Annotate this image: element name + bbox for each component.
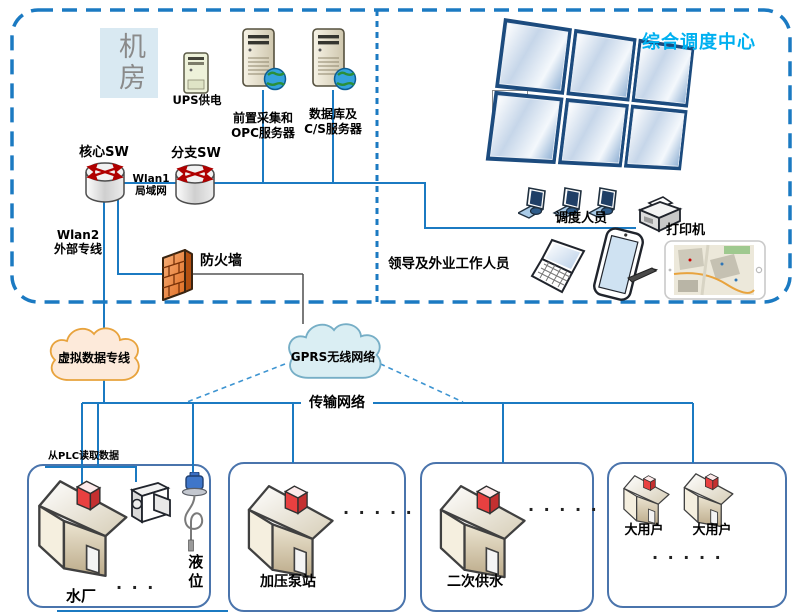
wlan1-line2: 局域网 <box>135 185 167 198</box>
plc-device-icon <box>124 478 176 528</box>
wlan2-label: Wlan2 外部专线 <box>48 228 108 257</box>
large-user-label-2: 大用户 <box>692 523 732 538</box>
pump-station-dots: · · · · · <box>343 503 414 522</box>
printer-label: 打印机 <box>666 223 706 238</box>
front-opc-server-label-2: OPC服务器 <box>231 126 295 140</box>
map-device-icon <box>664 240 766 300</box>
database-cs-server-label-2: C/S服务器 <box>304 122 362 136</box>
branch-switch-label: 分支SW <box>171 146 221 161</box>
video-wall-panel <box>495 18 573 95</box>
video-wall-panel <box>485 90 564 165</box>
front-opc-server-label-1: 前置采集和 <box>232 111 293 125</box>
dashed-boundary <box>10 8 792 304</box>
branch-switch-icon <box>174 161 216 207</box>
vpn-cloud-icon <box>42 320 146 396</box>
gprs-cloud-label: GPRS无线网络 <box>290 350 376 364</box>
front-opc-server-icon <box>241 28 287 92</box>
firewall-label: 防火墙 <box>200 253 242 269</box>
wlan1-line1: Wlan1 <box>132 173 170 185</box>
gprs-cloud-icon <box>280 316 388 394</box>
dispatcher-workstations-icon <box>516 185 628 225</box>
ups-label: UPS供电 <box>172 93 222 107</box>
transmission-network-label: 传输网络 <box>301 392 373 412</box>
database-cs-server-label-1: 数据库及 <box>308 107 357 121</box>
plc-note-label: 从PLC读取数据 <box>48 451 120 462</box>
laptop-icon <box>530 238 590 300</box>
water-plant-label: 水厂 <box>65 587 96 605</box>
wlan2-line1: Wlan2 <box>56 228 100 242</box>
level-label: 液位 <box>186 554 205 592</box>
secondary-supply-label: 二次供水 <box>447 574 503 590</box>
wlan1-label: Wlan1 局域网 <box>128 173 174 197</box>
dispatchers-label: 调度人员 <box>554 211 607 226</box>
level-sensor-icon <box>180 471 210 560</box>
ups-icon <box>183 52 209 94</box>
video-wall-panel <box>623 104 688 171</box>
large-users-dots: · · · · · <box>652 548 723 567</box>
wlan2-line2: 外部专线 <box>53 241 102 256</box>
large-user-label-1: 大用户 <box>624 523 664 538</box>
vpn-cloud-label: 虚拟数据专线 <box>57 351 130 365</box>
pump-station-label: 加压泵站 <box>260 574 316 590</box>
dispatch-center-title: 综合调度中心 <box>642 32 756 53</box>
tablet-icon <box>590 226 658 304</box>
firewall-icon <box>160 247 196 303</box>
printer-icon <box>634 194 684 236</box>
secondary-supply-dots: · · · · · <box>528 500 599 519</box>
water-plant-house-icon <box>28 474 132 590</box>
field-staff-label: 领导及外业工作人员 <box>388 256 510 272</box>
core-switch-label: 核心SW <box>79 145 129 160</box>
water-plant-dots: · · · <box>116 578 156 597</box>
core-switch-icon <box>84 159 126 205</box>
machine-room-title: 机房 <box>100 28 158 98</box>
database-cs-server-icon <box>311 28 357 92</box>
video-wall-panel <box>566 28 637 102</box>
video-wall-panel <box>558 97 629 168</box>
